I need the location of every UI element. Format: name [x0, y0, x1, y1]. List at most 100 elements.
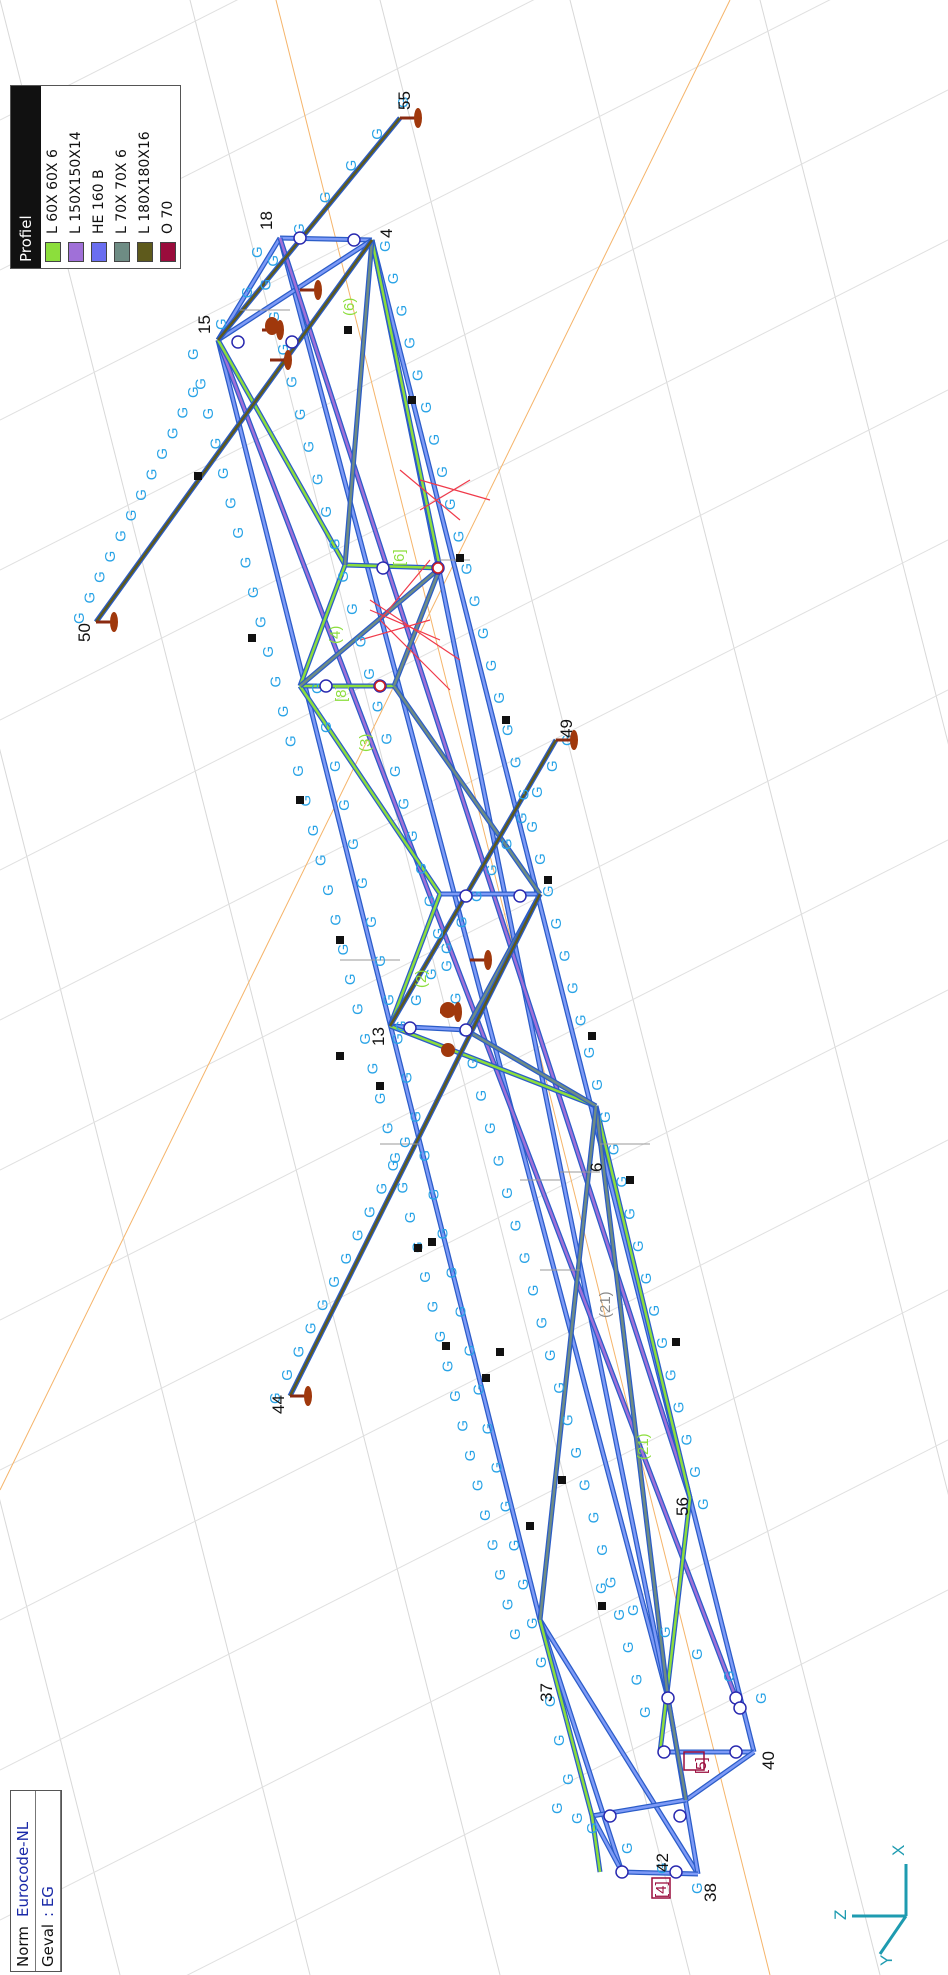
member-label: (2): [413, 970, 430, 988]
g-symbol: G: [593, 1582, 610, 1594]
g-symbol: G: [317, 191, 334, 203]
legend-swatch: [159, 242, 176, 262]
g-symbol: G: [439, 960, 456, 972]
hinge-circle: [657, 1745, 671, 1759]
load-arrow: [379, 619, 451, 691]
g-symbol: G: [507, 1628, 524, 1640]
g-symbol: G: [721, 1670, 738, 1682]
node-label: 55: [395, 91, 414, 110]
g-symbol: G: [314, 1299, 331, 1311]
g-symbol: G: [485, 1539, 502, 1551]
g-symbol: G: [565, 982, 582, 994]
g-symbol: G: [559, 1414, 576, 1426]
g-symbol: G: [492, 1569, 509, 1581]
g-symbol: G: [362, 1206, 379, 1218]
g-symbol: G: [468, 890, 485, 902]
joint-marker: [482, 1374, 490, 1382]
node-label: 38: [701, 1883, 720, 1902]
hinge-circle-red: [374, 680, 386, 692]
g-symbol: G: [638, 1273, 655, 1285]
member: [216, 339, 347, 566]
support-icon: [570, 730, 578, 750]
g-symbol: G: [524, 1618, 541, 1630]
g-symbol: G: [352, 636, 369, 648]
grid-line: [0, 839, 948, 1321]
g-symbol: G: [525, 1285, 542, 1297]
g-symbol: G: [611, 1609, 628, 1621]
g-symbol: G: [192, 378, 209, 390]
grid-line: [189, 0, 691, 1975]
member-label: (21): [635, 1433, 652, 1460]
load-arrow: [359, 619, 431, 641]
structure-members: [93, 116, 757, 1877]
g-symbol: G: [410, 369, 427, 381]
node-label: 18: [257, 211, 276, 230]
g-symbol: G: [529, 786, 546, 798]
member: [343, 239, 374, 566]
member: [538, 1105, 598, 1621]
legend-swatch: [67, 242, 84, 262]
support-icon: [110, 612, 118, 632]
g-symbol: G: [380, 1122, 397, 1134]
load-arrow: [419, 479, 491, 501]
g-symbol: G: [581, 1047, 598, 1059]
member: [590, 1815, 602, 1873]
member-label: (3): [357, 734, 374, 752]
legend-item: L 180X180X16: [133, 86, 156, 268]
node-label: 50: [75, 623, 94, 642]
support-icon: [304, 1386, 312, 1406]
member: [685, 1750, 755, 1802]
grid-line: [0, 89, 948, 571]
g-symbol: G: [413, 863, 430, 875]
member: [538, 1619, 594, 1817]
g-symbol: G: [470, 1479, 487, 1491]
g-symbol: G: [516, 1252, 533, 1264]
node-label: 56: [673, 1497, 692, 1516]
joint-marker: [428, 1238, 436, 1246]
g-symbol: G: [258, 279, 275, 291]
g-symbol: G: [361, 668, 378, 680]
joint-marker: [376, 1082, 384, 1090]
g-symbol: G: [461, 1345, 478, 1357]
load-arrow: [379, 559, 431, 621]
g-symbol: G: [372, 955, 389, 967]
g-symbol: G: [508, 1220, 525, 1232]
member: [392, 567, 442, 687]
joint-marker: [558, 1476, 566, 1484]
g-symbol: G: [369, 128, 386, 140]
g-symbol: G: [395, 96, 412, 108]
structure-annotations: [240, 309, 705, 1899]
g-symbol: G: [484, 864, 501, 876]
g-symbol: G: [438, 942, 455, 954]
support-icon: [314, 280, 322, 300]
g-symbol: G: [654, 1337, 671, 1349]
g-symbol: G: [275, 706, 292, 718]
hinge-circle-red: [432, 562, 444, 574]
node-label: 6: [587, 1163, 606, 1172]
member: [370, 239, 442, 569]
member: [538, 1619, 700, 1875]
g-symbol: G: [491, 692, 508, 704]
g-symbol: G: [542, 1695, 559, 1707]
joint-marker: [248, 634, 256, 642]
support-icon: [441, 1043, 455, 1057]
g-symbol: G: [309, 682, 326, 694]
joint-marker: [598, 1602, 606, 1610]
legend-item: L 150X150X14: [64, 86, 87, 268]
g-symbol: G: [637, 1706, 654, 1718]
g-symbol: G: [282, 735, 299, 747]
hinge-circle: [376, 561, 390, 575]
g-symbol: G: [442, 498, 459, 510]
joint-marker: [526, 1522, 534, 1530]
member: [389, 1024, 597, 1108]
support-icon: [414, 108, 422, 128]
member: [590, 1815, 624, 1873]
node-label: 13: [369, 1027, 388, 1046]
node-label: 44: [269, 1395, 288, 1414]
g-symbol: G: [373, 1183, 390, 1195]
g-symbol: G: [350, 1003, 367, 1015]
member-tag-box: [651, 1877, 671, 1899]
g-symbol: G: [654, 1862, 671, 1874]
